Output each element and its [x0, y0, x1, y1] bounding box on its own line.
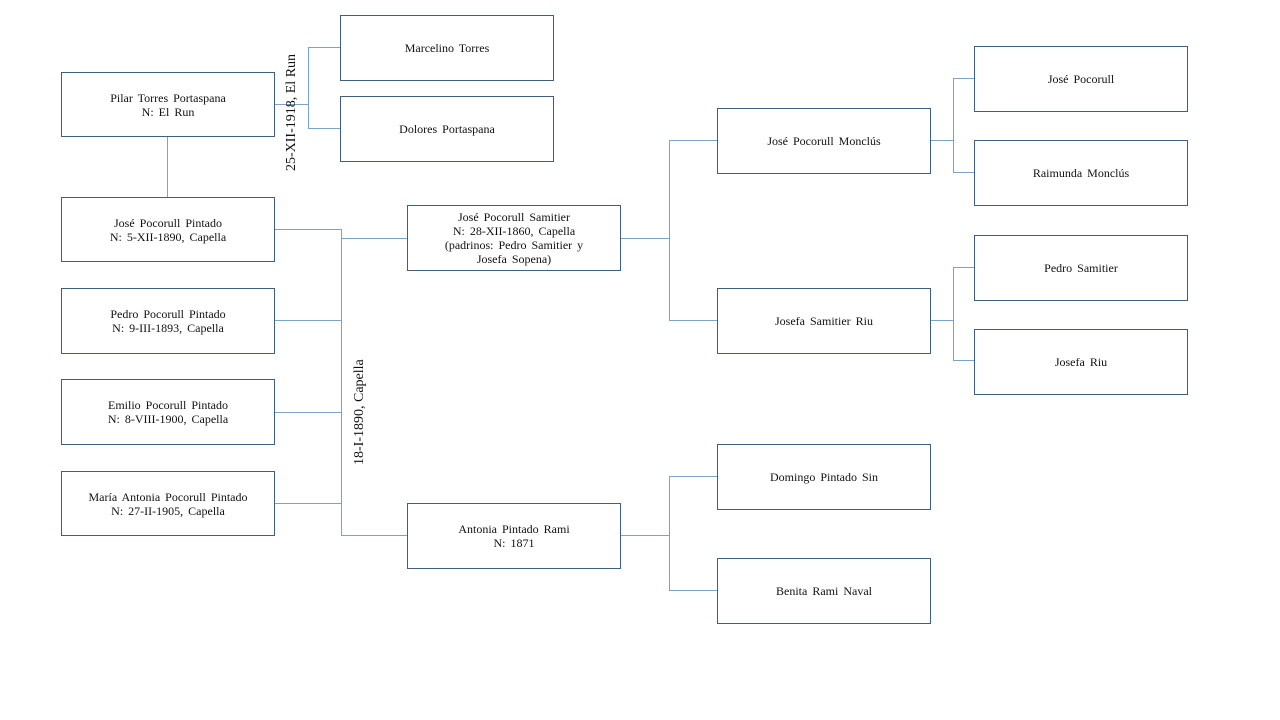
connector	[669, 140, 717, 141]
person-name: Raimunda Monclús	[1032, 166, 1130, 180]
connector	[930, 320, 953, 321]
connector	[953, 78, 974, 79]
person-box-josefa-samitier-riu[interactable]: Josefa Samitier Riu	[717, 288, 931, 354]
person-name: Antonia Pintado Rami	[458, 522, 570, 536]
connector	[167, 136, 168, 197]
connector	[274, 320, 342, 321]
person-box-pedro-samitier[interactable]: Pedro Samitier	[974, 235, 1188, 301]
person-box-marcelino-torres[interactable]: Marcelino Torres	[340, 15, 554, 81]
connector	[669, 476, 670, 591]
person-detail: N: 5-XII-1890, Capella	[109, 229, 227, 244]
connector	[669, 140, 670, 321]
person-detail: Josefa Sopena)	[476, 252, 552, 266]
connector	[669, 476, 717, 477]
person-name: Dolores Portaspana	[399, 122, 495, 136]
connector	[274, 503, 342, 504]
person-name: Marcelino Torres	[404, 41, 490, 55]
marriage-label-jose-antonia: 18-I-1890, Capella	[352, 359, 367, 465]
person-name: Pedro Pocorull Pintado	[110, 307, 226, 321]
connector	[620, 238, 669, 239]
person-name: Pilar Torres Portaspana	[110, 90, 226, 105]
person-box-dolores-portaspana[interactable]: Dolores Portaspana	[340, 96, 554, 162]
connector	[308, 47, 309, 129]
person-detail: N: El Run	[141, 104, 195, 119]
marriage-label-pilar-jose: 25-XII-1918, El Run	[284, 53, 299, 171]
person-box-jose-pocorull-monclus[interactable]: José Pocorull Monclús	[717, 108, 931, 174]
connector	[930, 140, 953, 141]
person-name: Emilio Pocorull Pintado	[108, 398, 228, 412]
person-box-domingo-pintado-sin[interactable]: Domingo Pintado Sin	[717, 444, 931, 510]
person-name: Josefa Riu	[1054, 355, 1108, 369]
connector	[308, 47, 340, 48]
connector	[953, 78, 954, 173]
person-name: José Pocorull	[1047, 72, 1115, 86]
person-name: Pedro Samitier	[1044, 261, 1118, 275]
connector	[953, 267, 954, 361]
person-detail: N: 9-III-1893, Capella	[112, 321, 224, 335]
person-detail: N: 27-II-1905, Capella	[111, 503, 225, 518]
person-name: José Pocorull Samitier	[458, 210, 570, 224]
person-name: Benita Rami Naval	[776, 584, 872, 598]
person-box-jose-pocorull[interactable]: José Pocorull	[974, 46, 1188, 112]
connector	[669, 320, 717, 321]
connector	[953, 172, 974, 173]
connector	[341, 535, 407, 536]
connector	[274, 229, 342, 230]
person-box-benita-rami-naval[interactable]: Benita Rami Naval	[717, 558, 931, 624]
connector	[308, 128, 340, 129]
person-name: Domingo Pintado Sin	[769, 470, 878, 484]
person-name: José Pocorull Monclús	[767, 134, 881, 148]
connector	[953, 360, 974, 361]
person-name: José Pocorull Pintado	[114, 215, 222, 230]
person-detail: N: 1871	[493, 536, 535, 550]
connector	[620, 535, 669, 536]
connector	[341, 238, 407, 239]
person-box-josefa-riu[interactable]: Josefa Riu	[974, 329, 1188, 395]
connector	[669, 590, 717, 591]
person-detail: N: 28-XII-1860, Capella	[452, 224, 576, 238]
connector	[274, 104, 308, 105]
person-name: Josefa Samitier Riu	[775, 314, 873, 328]
connector	[953, 267, 974, 268]
person-detail: N: 8-VIII-1900, Capella	[107, 412, 229, 426]
person-detail: (padrinos: Pedro Samitier y	[444, 238, 584, 252]
person-name: María Antonia Pocorull Pintado	[88, 489, 248, 504]
connector	[274, 412, 342, 413]
person-box-raimunda-monclus[interactable]: Raimunda Monclús	[974, 140, 1188, 206]
connector	[341, 229, 342, 536]
